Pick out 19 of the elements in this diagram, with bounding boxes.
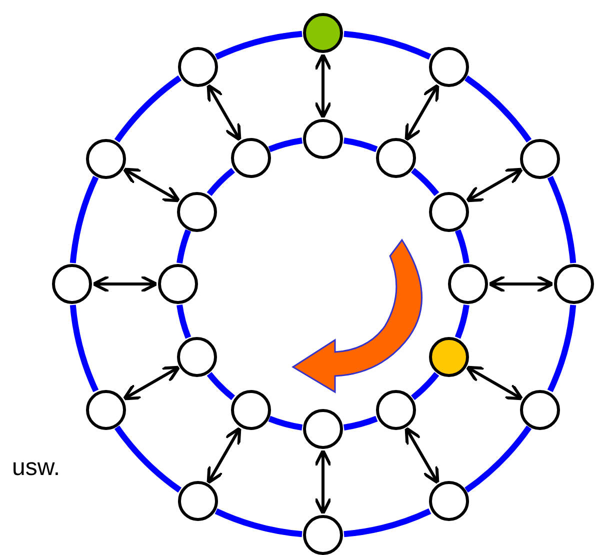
- ring-segment: [206, 168, 236, 196]
- note-text: usw.: [12, 453, 60, 483]
- ring-segment: [454, 304, 470, 339]
- ring-segment: [176, 304, 192, 339]
- ring-segment: [410, 372, 440, 400]
- ring-segment: [206, 372, 236, 400]
- ring-segment: [343, 416, 378, 430]
- ring-segment: [410, 168, 440, 196]
- double-arrow: [314, 449, 332, 515]
- double-arrow: [92, 275, 158, 293]
- ring-segment: [464, 425, 532, 492]
- ring-segment: [343, 138, 378, 152]
- double-arrow: [488, 275, 554, 293]
- ring-segment: [114, 425, 182, 492]
- ring-segment: [176, 229, 192, 264]
- ring-segment: [547, 304, 576, 392]
- ring-segment: [70, 304, 99, 392]
- double-arrow: [314, 53, 332, 119]
- ring-segment: [454, 229, 470, 264]
